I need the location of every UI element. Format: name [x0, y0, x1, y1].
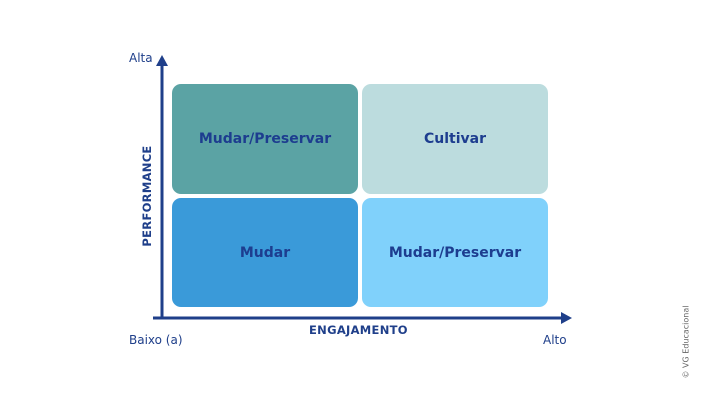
quadrant-top-left: Mudar/Preservar — [172, 84, 358, 194]
quadrant-bottom-left: Mudar — [172, 198, 358, 307]
x-axis-low-label: Baixo (a) — [129, 333, 183, 347]
y-axis-arrow — [156, 55, 168, 66]
x-axis-arrow — [561, 312, 572, 324]
quadrant-top-right-label: Cultivar — [423, 131, 486, 147]
quadrant-bottom-right: Mudar/Preservar — [362, 198, 548, 307]
x-axis-high-label: Alto — [543, 333, 567, 347]
y-axis-high-label: Alta — [129, 51, 153, 65]
quadrant-top-right: Cultivar — [362, 84, 548, 194]
x-axis-title: ENGAJAMENTO — [309, 323, 408, 337]
y-axis-title: PERFORMANCE — [140, 145, 154, 247]
quadrant-top-left-label: Mudar/Preservar — [198, 131, 332, 147]
credit-text: © VG Educacional — [681, 305, 691, 379]
quadrant-bottom-left-label: Mudar — [239, 244, 291, 261]
quadrant-bottom-right-label: Mudar/Preservar — [388, 244, 522, 261]
